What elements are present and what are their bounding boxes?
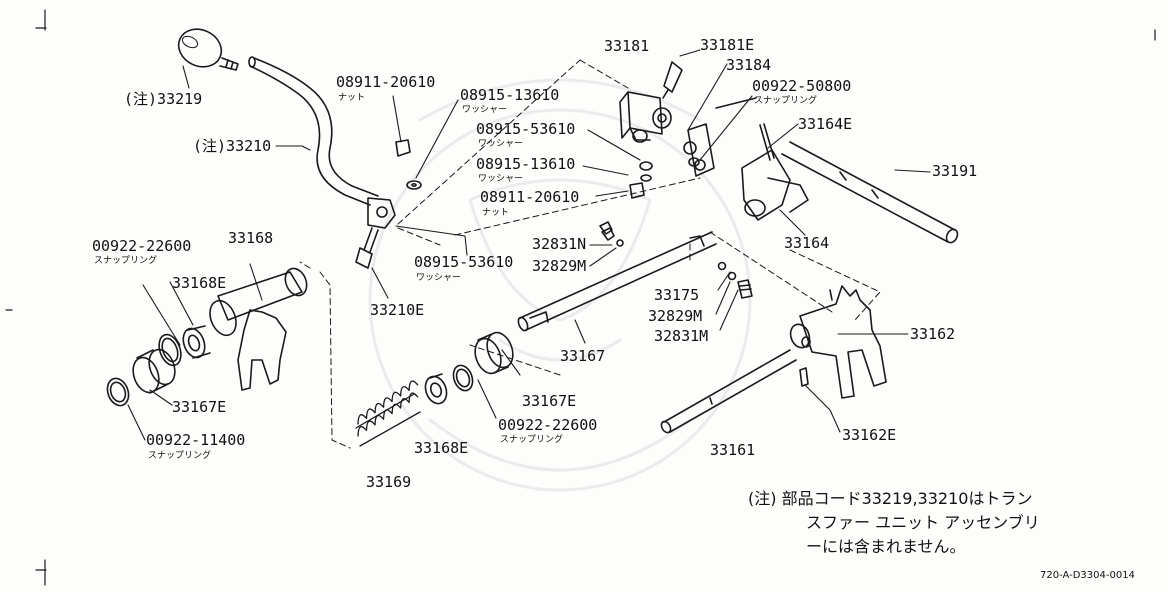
label-08915-53610-b: 08915-53610 xyxy=(414,253,514,271)
label-00922-50800: 00922-50800 xyxy=(752,77,852,95)
watermark-emblem xyxy=(368,78,752,492)
label-33191: 33191 xyxy=(932,162,978,180)
margin-marks xyxy=(5,9,1156,586)
sublabel-washer-a: ワッシャー xyxy=(462,105,508,115)
label-33210: (注)33210 xyxy=(193,137,272,155)
part-33168-fork xyxy=(209,267,308,391)
label-00922-11400: 00922-11400 xyxy=(146,431,246,449)
part-33161-shaft xyxy=(660,349,797,434)
label-33164: 33164 xyxy=(784,234,830,252)
label-33161: 33161 xyxy=(710,441,756,459)
label-33168E-b: 33168E xyxy=(414,439,469,457)
label-33181: 33181 xyxy=(604,37,650,55)
snap-ring-small xyxy=(106,377,130,407)
nut-and-washers xyxy=(395,139,653,199)
label-33210E: 33210E xyxy=(370,301,425,319)
label-08915-13610-b: 08915-13610 xyxy=(476,155,576,173)
leader-lines xyxy=(127,49,931,441)
label-32829M-b: 32829M xyxy=(648,307,703,325)
label-33168E-a: 33168E xyxy=(172,274,227,292)
sublabel-snap-ring-d: スナップリング xyxy=(148,451,212,461)
label-33167E-b: 33167E xyxy=(172,398,227,416)
label-08911-20610-a: 08911-20610 xyxy=(336,73,436,91)
part-33168E-collar-right xyxy=(424,373,448,405)
label-33184: 33184 xyxy=(726,56,772,74)
sublabel-washer-b: ワッシャー xyxy=(478,139,524,149)
label-33167: 33167 xyxy=(560,347,606,365)
label-08911-20610-b: 08911-20610 xyxy=(480,188,580,206)
sublabel-nut-b: ナット xyxy=(482,208,510,218)
part-33191-shaft xyxy=(781,141,959,244)
label-33175: 33175 xyxy=(654,286,700,304)
label-33162: 33162 xyxy=(910,325,956,343)
part-33168E-collar xyxy=(182,325,211,359)
label-32831N: 32831N xyxy=(532,235,587,253)
diagram-code: 720-A-D3304-0014 xyxy=(1040,570,1135,581)
part-33167E-bush-left xyxy=(132,348,176,394)
part-33162-fork xyxy=(789,285,887,399)
sublabel-snap-ring-b: スナップリング xyxy=(500,435,564,445)
part-33164 xyxy=(741,123,809,221)
sublabel-washer-d: ワッシャー xyxy=(416,273,462,283)
label-33168: 33168 xyxy=(228,229,274,247)
label-32831M: 32831M xyxy=(654,327,709,345)
label-33219: (注)33219 xyxy=(124,90,203,108)
sublabel-snap-ring-c: スナップリング xyxy=(94,256,158,266)
shift-lever-33210 xyxy=(248,56,396,269)
detent-spring-ball xyxy=(599,221,753,299)
part-33167-shaft xyxy=(517,231,717,332)
label-32829M-a: 32829M xyxy=(532,257,587,275)
label-08915-53610-a: 08915-53610 xyxy=(476,120,576,138)
note-line-1: (注) 部品コード33219,33210はトラン xyxy=(748,489,1033,508)
part-33167E-bush-right xyxy=(474,331,514,375)
label-08915-13610-a: 08915-13610 xyxy=(460,86,560,104)
sublabel-washer-c: ワッシャー xyxy=(478,174,524,184)
label-33181E: 33181E xyxy=(700,36,755,54)
label-33167E-a: 33167E xyxy=(522,392,577,410)
label-33164E: 33164E xyxy=(798,115,853,133)
sublabel-nut-a: ナット xyxy=(338,93,366,103)
part-33181 xyxy=(619,61,683,143)
label-33162E: 33162E xyxy=(842,426,897,444)
label-00922-22600-c: 00922-22600 xyxy=(92,237,192,255)
label-00922-22600-b: 00922-22600 xyxy=(498,416,598,434)
sublabel-snap-ring-a: スナップリング xyxy=(754,96,818,106)
note-line-2: スファー ユニット アッセンブリ xyxy=(806,513,1040,532)
note-line-3: ーには含まれません。 xyxy=(806,537,966,556)
assembly-dashed-lines xyxy=(299,59,881,449)
label-33169: 33169 xyxy=(366,473,412,491)
shift-knob-33219 xyxy=(177,28,239,71)
part-33169-spring xyxy=(355,380,421,447)
snap-ring-left xyxy=(158,333,182,367)
snap-ring-right xyxy=(452,364,474,392)
part-33184 xyxy=(683,97,757,177)
